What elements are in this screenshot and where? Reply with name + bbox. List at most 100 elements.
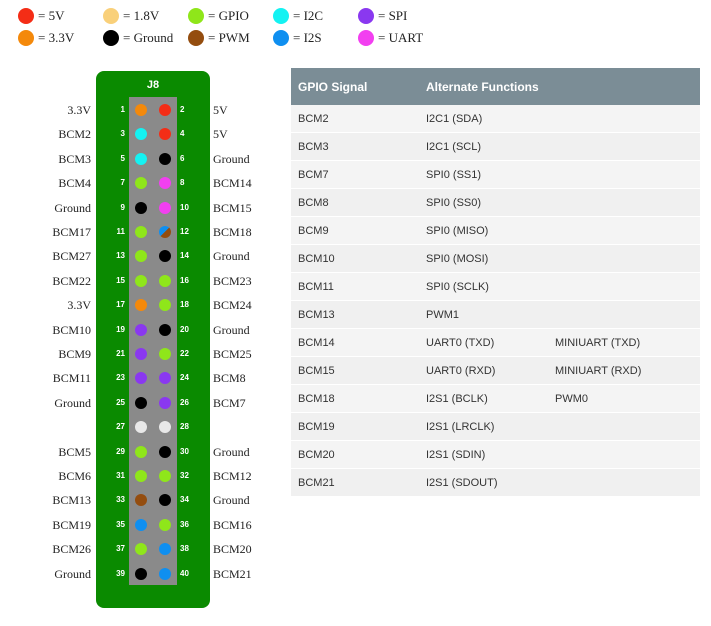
pin-dot-20 [159, 323, 171, 336]
legend-swatch [273, 30, 289, 46]
pin-number: 10 [180, 202, 189, 212]
pin-label: 3.3V [67, 298, 91, 313]
pin-number: 8 [180, 178, 185, 188]
legend-item: = PWM [188, 28, 250, 48]
pin-dot-3 [135, 128, 147, 141]
pin-number: 26 [180, 397, 189, 407]
legend-swatch [103, 8, 119, 24]
pin-label: BCM21 [213, 566, 252, 581]
legend-item: = 3.3V [18, 28, 74, 48]
legend-swatch [188, 30, 204, 46]
pin-number: 39 [116, 568, 125, 578]
pin-number: 2 [180, 105, 185, 114]
pin-dot-37 [135, 543, 147, 556]
legend-swatch [358, 30, 374, 46]
alternate-function-cell: MINIUART (RXD) [548, 356, 700, 385]
legend-swatch [18, 8, 34, 24]
legend-item: = 1.8V [103, 6, 159, 26]
pin-label: BCM5 [58, 444, 91, 459]
pin-dot-30 [159, 445, 171, 458]
legend-swatch [188, 8, 204, 24]
alternate-function-cell: PWM0 [548, 384, 700, 413]
pin-label: BCM20 [213, 542, 252, 557]
pin-dot-23 [135, 372, 147, 385]
pin-number: 25 [116, 397, 125, 407]
legend-item: = 5V [18, 6, 64, 26]
pin-dot-36 [159, 518, 171, 531]
pin-dot-18 [159, 299, 171, 312]
pin-label: BCM11 [52, 371, 91, 386]
alternate-function-cell [548, 300, 700, 329]
alternate-function-cell [548, 412, 700, 441]
color-legend: = 5V= 3.3V= 1.8V= Ground= GPIO= PWM= I2C… [18, 6, 448, 46]
legend-label: = GPIO [208, 8, 249, 23]
pin-label: BCM25 [213, 347, 252, 361]
pin-number: 9 [120, 202, 125, 212]
pin-dot-21 [135, 348, 147, 360]
legend-label: = I2S [293, 30, 322, 45]
pin-label: BCM27 [52, 249, 91, 264]
alternate-function-cell [548, 105, 700, 133]
pin-dot-9 [135, 201, 147, 214]
gpio-signal-cell: BCM7 [291, 160, 419, 189]
pin-number: 36 [180, 519, 189, 529]
legend-label: = PWM [208, 30, 250, 45]
pin-dot-24 [159, 372, 171, 385]
pin-number: 31 [116, 471, 125, 480]
legend-item: = GPIO [188, 6, 249, 26]
pin-dot-1 [135, 104, 147, 116]
alternate-function-cell: I2S1 (SDIN) [419, 440, 548, 469]
pin-label: BCM24 [213, 298, 252, 313]
legend-label: = 5V [38, 8, 65, 23]
column-header-alternate-functions: Alternate Functions [419, 68, 548, 105]
gpio-signal-cell: BCM10 [291, 244, 419, 273]
legend-label: = I2C [293, 8, 324, 23]
column-header-gpio-signal: GPIO Signal [291, 68, 419, 105]
pin-dot-16 [159, 274, 171, 287]
pin-label: BCM13 [52, 493, 91, 508]
alternate-function-cell: I2C1 (SCL) [419, 132, 548, 161]
legend-swatch [18, 30, 34, 46]
alternate-function-cell [548, 440, 700, 469]
pin-dot-6 [159, 152, 171, 165]
pin-number: 32 [180, 471, 189, 480]
pin-label: 5V [213, 103, 228, 117]
pin-number: 15 [116, 275, 125, 285]
pin-number: 11 [116, 227, 125, 236]
table-header-row: GPIO Signal Alternate Functions [291, 68, 700, 105]
alternate-function-cell: PWM1 [419, 300, 548, 329]
legend-label: = SPI [378, 8, 408, 23]
pin-dot-32 [159, 470, 171, 482]
pin-number: 28 [180, 422, 189, 432]
alternate-function-cell: UART0 (TXD) [419, 328, 548, 357]
legend-swatch [358, 8, 374, 24]
pin-label: BCM8 [213, 371, 246, 386]
pin-number: 13 [116, 251, 125, 261]
gpio-signal-cell: BCM13 [291, 300, 419, 329]
pin-label: BCM16 [213, 517, 252, 532]
pin-label: BCM18 [213, 225, 252, 239]
pin-dot-11 [135, 226, 147, 238]
pin-label: Ground [54, 395, 91, 410]
pin-number: 22 [180, 349, 189, 358]
pin-number: 6 [180, 153, 185, 163]
pin-label: Ground [213, 444, 250, 459]
alternate-function-cell: SPI0 (SS1) [419, 160, 548, 189]
gpio-signal-cell: BCM3 [291, 132, 419, 161]
legend-item: = UART [358, 28, 423, 48]
board-title: J8 [146, 79, 160, 91]
legend-item: = I2C [273, 6, 323, 26]
pin-label: Ground [213, 151, 250, 166]
pin-dot-2 [159, 104, 171, 116]
alternate-function-cell [548, 244, 700, 273]
pin-label: Ground [213, 249, 250, 264]
pin-number: 27 [116, 422, 125, 432]
pin-dot-28 [159, 421, 171, 434]
